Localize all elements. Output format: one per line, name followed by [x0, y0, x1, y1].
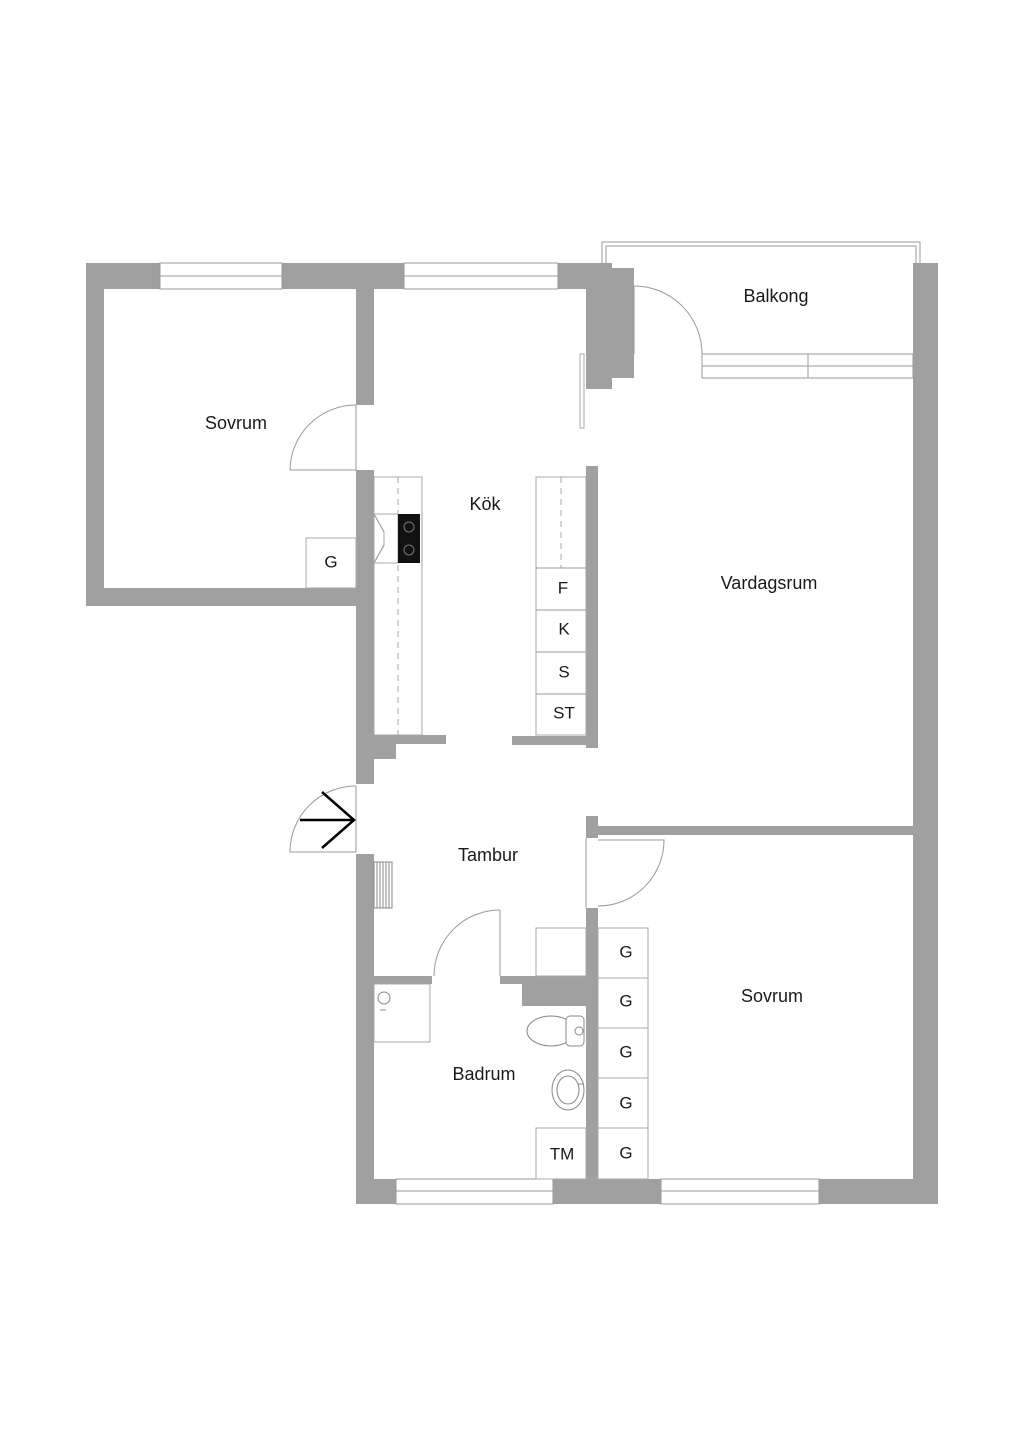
washer-label: TM [550, 1144, 575, 1163]
room-label-vardagsrum: Vardagsrum [721, 573, 818, 593]
wardrobe-label: G [619, 1143, 632, 1162]
room-label-badrum: Badrum [452, 1064, 515, 1084]
room-label-kok: Kök [469, 494, 501, 514]
room-label-sovrum-left: Sovrum [205, 413, 267, 433]
room-label-tambur: Tambur [458, 845, 518, 865]
wardrobe-label: G [324, 552, 337, 571]
storage-label: ST [553, 703, 575, 722]
dishwasher-label: S [558, 662, 569, 681]
fixtures [305, 476, 649, 1180]
room-label-sovrum-right: Sovrum [741, 986, 803, 1006]
balcony-railing [601, 241, 921, 265]
entrance-arrow-icon [300, 791, 356, 849]
wardrobe-label: G [619, 991, 632, 1010]
room-label-balkong: Balkong [743, 286, 808, 306]
windows [159, 262, 914, 1205]
walls [86, 263, 938, 1204]
fridge-label: F [558, 578, 568, 597]
freezer-label: K [558, 619, 570, 638]
doors [289, 285, 703, 977]
wardrobe-label: G [619, 1042, 632, 1061]
wardrobe-label: G [619, 1093, 632, 1112]
wardrobe-label: G [619, 942, 632, 961]
